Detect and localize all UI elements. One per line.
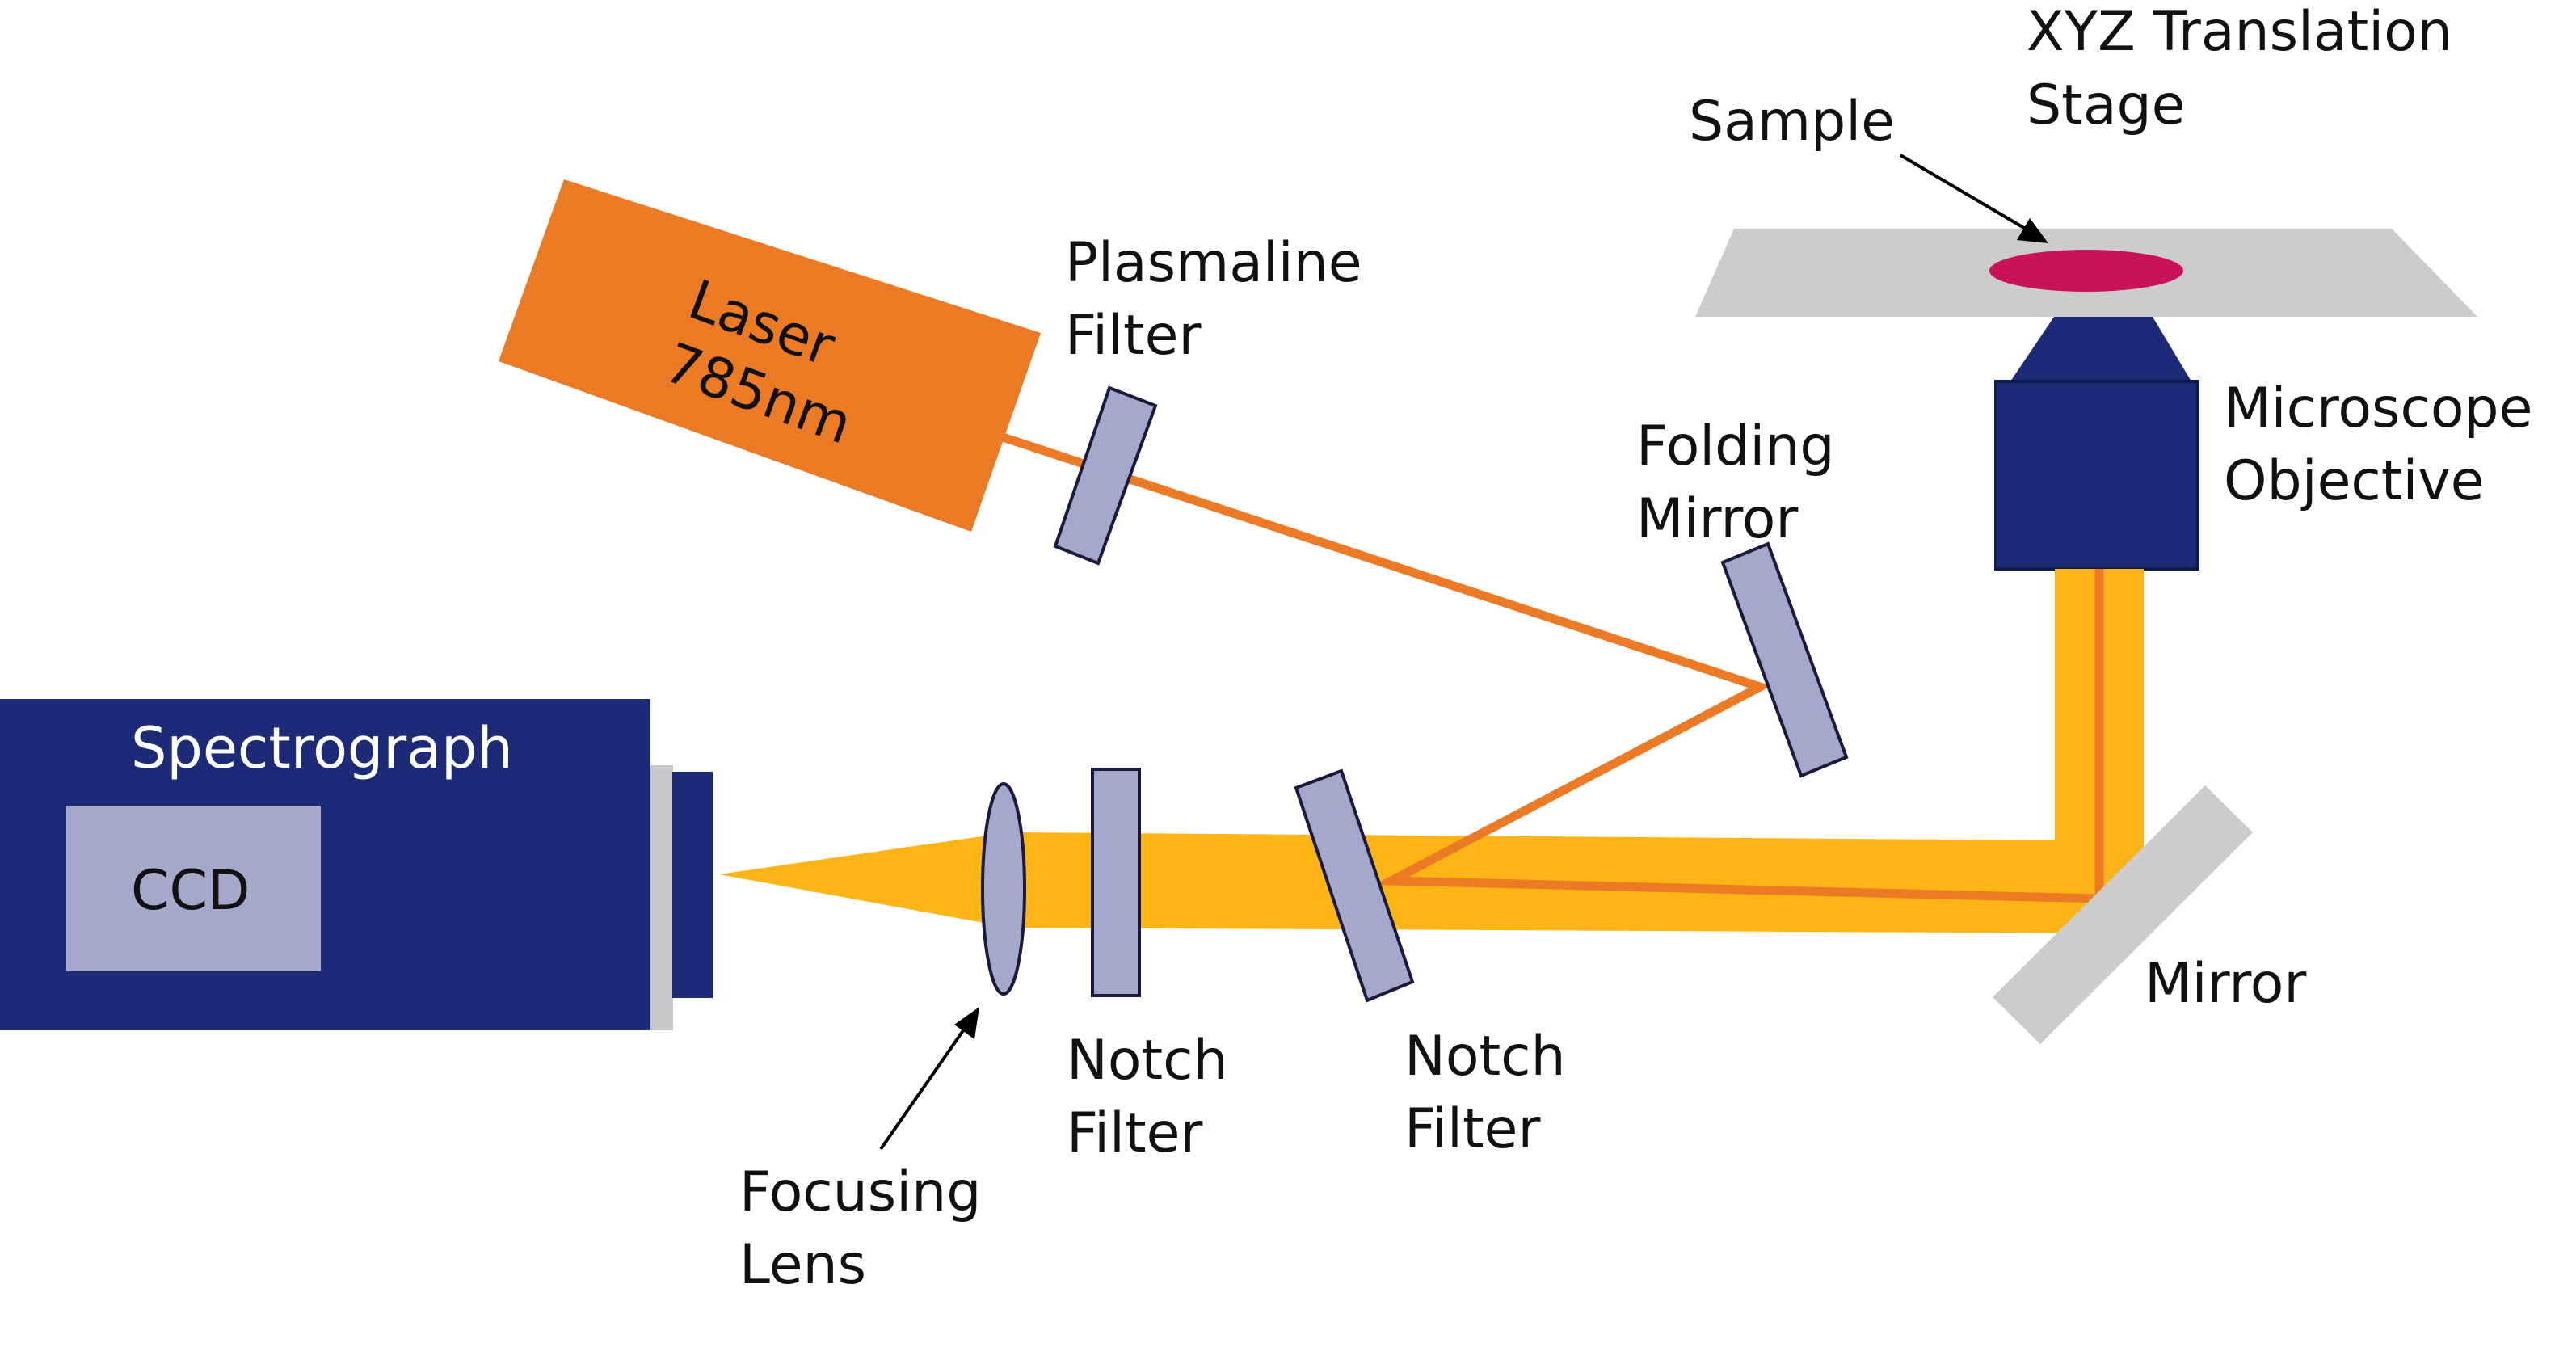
objective-label-line1: Microscope: [2224, 377, 2532, 440]
sample-pointer-line: [1899, 154, 2034, 234]
objective-body: [1994, 380, 2199, 571]
spectrograph-slit-plate: [650, 765, 673, 1030]
sample-label: Sample: [1689, 90, 1895, 154]
laser-beam-path: [999, 432, 2104, 903]
plasmaline-label-line1: Plasmaline: [1065, 231, 1362, 295]
folding-mirror: [1720, 541, 1849, 778]
notch-filter-1-label-line1: Notch: [1067, 1029, 1228, 1093]
ccd-detector: [66, 806, 321, 971]
raman-beam-cone: [719, 832, 1010, 928]
focusing-lens-label-line2: Lens: [739, 1233, 866, 1297]
folding-mirror-label-line2: Mirror: [1636, 487, 1798, 551]
notch-filter-1-label-line2: Filter: [1067, 1101, 1202, 1165]
focusing-lens: [981, 782, 1026, 996]
lens-pointer-line: [879, 1023, 969, 1151]
folding-mirror-label-line1: Folding: [1636, 415, 1835, 478]
plasmaline-label-line2: Filter: [1065, 304, 1201, 368]
notch-filter-upright: [1091, 768, 1141, 997]
lens-pointer-arrowhead: [954, 1007, 979, 1039]
plasmaline-filter: [1053, 385, 1158, 566]
objective-label-line2: Objective: [2224, 449, 2484, 513]
laser-body: [499, 179, 1041, 532]
sample: [1989, 250, 2183, 292]
ccd-label: CCD: [131, 859, 250, 923]
spectrograph-port: [672, 772, 713, 998]
stage-label-line2: Stage: [2027, 74, 2186, 137]
focusing-lens-label-line1: Focusing: [739, 1160, 981, 1224]
notch-filter-2-label-line1: Notch: [1404, 1025, 1566, 1088]
sample-pointer-arrowhead: [2017, 218, 2048, 243]
mirror: [1993, 785, 2253, 1044]
spectrograph-label: Spectrograph: [131, 715, 513, 781]
stage-label-line1: XYZ Translation: [2027, 0, 2452, 64]
notch-filter-angled: [1294, 768, 1415, 1003]
mirror-label: Mirror: [2145, 952, 2306, 1016]
objective-nose: [2010, 317, 2191, 381]
notch-filter-2-label-line2: Filter: [1404, 1097, 1540, 1161]
